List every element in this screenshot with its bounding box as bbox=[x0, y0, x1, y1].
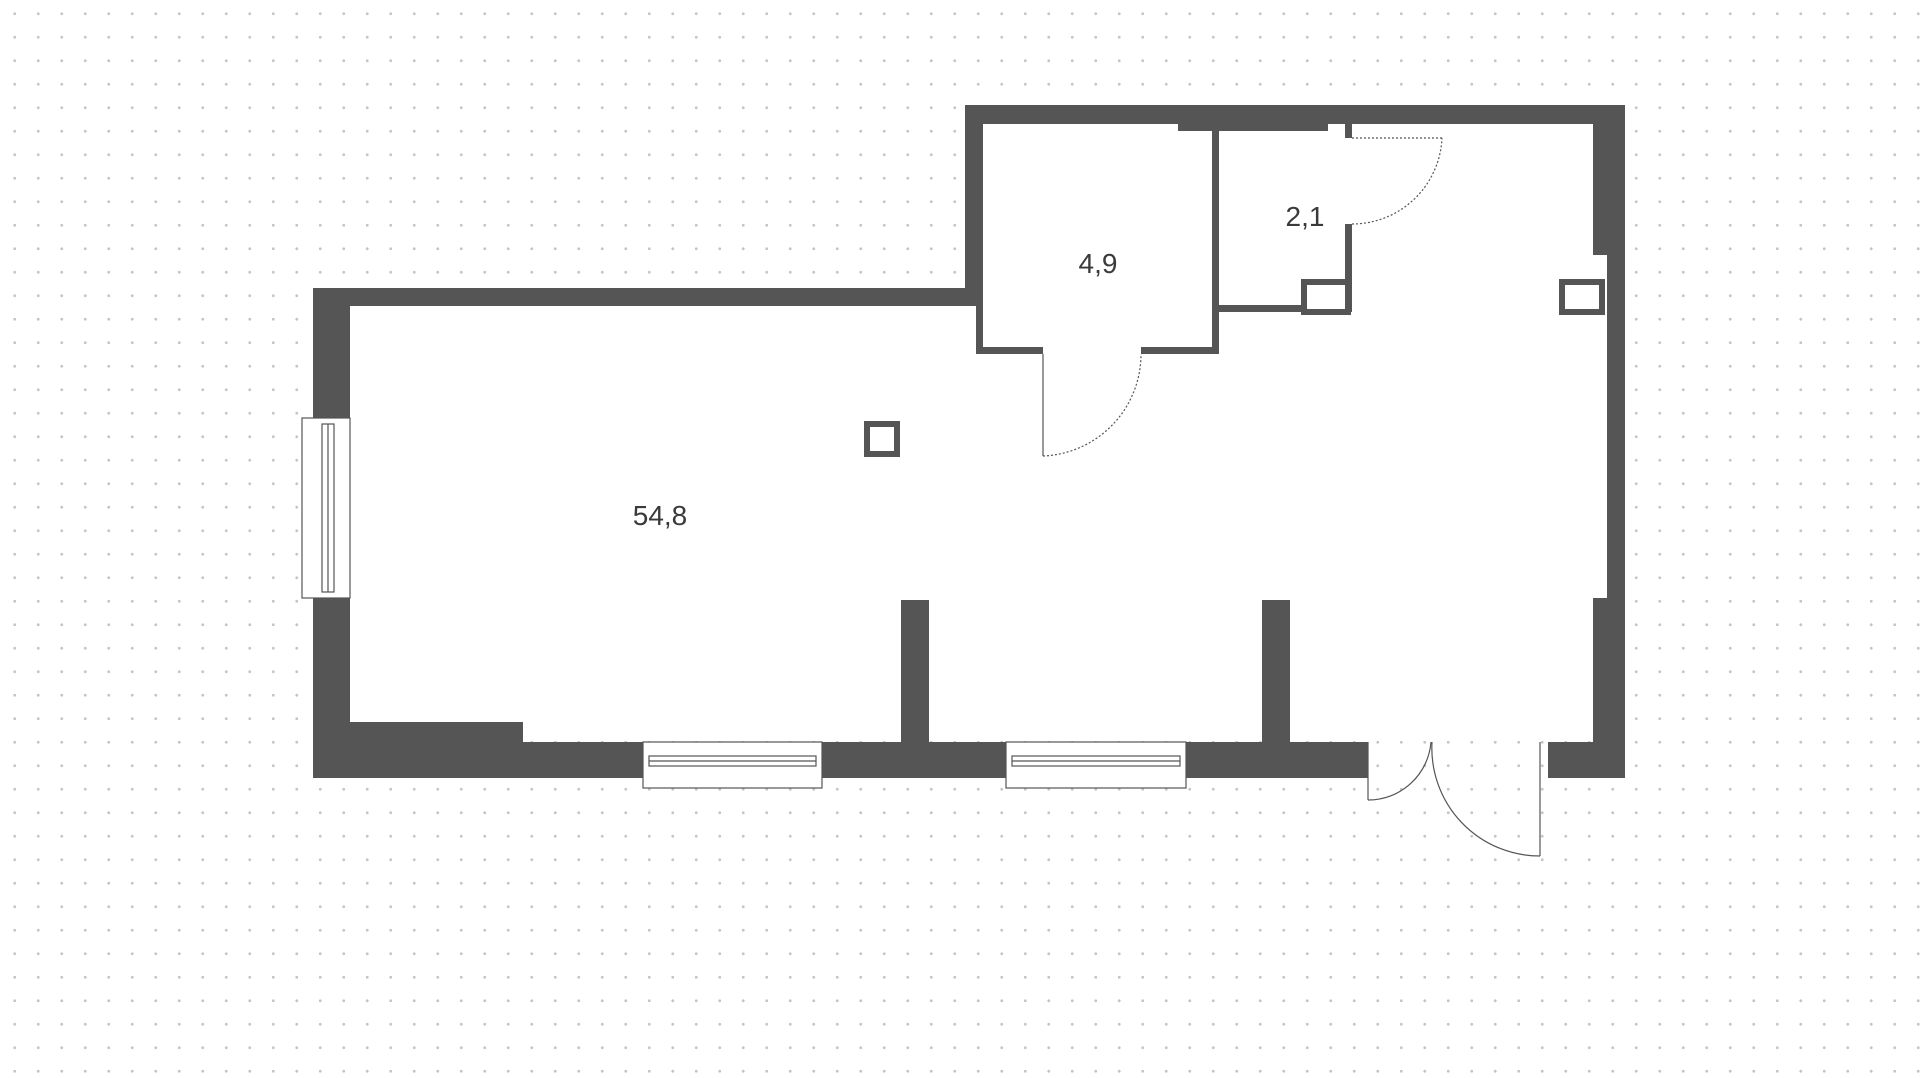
bathroom-shaft bbox=[1301, 279, 1351, 315]
floor-area bbox=[348, 124, 1598, 741]
exterior-walls bbox=[313, 105, 1625, 778]
room-area-bathroom: 2,1 bbox=[1286, 201, 1325, 232]
door-storage bbox=[1042, 353, 1142, 457]
window-left bbox=[301, 417, 351, 599]
room-area-main-hall: 54,8 bbox=[633, 500, 688, 531]
room-area-storage: 4,9 bbox=[1079, 248, 1118, 279]
windows bbox=[301, 417, 1187, 789]
entrance-door[interactable] bbox=[1367, 741, 1541, 857]
column-shaft bbox=[864, 421, 900, 457]
window-bottom-2 bbox=[1005, 741, 1187, 789]
door-bathroom bbox=[1347, 124, 1443, 225]
corridor-shaft bbox=[1559, 279, 1605, 315]
doors bbox=[1042, 124, 1541, 857]
shafts bbox=[864, 279, 1605, 457]
window-bottom-1 bbox=[642, 741, 823, 789]
